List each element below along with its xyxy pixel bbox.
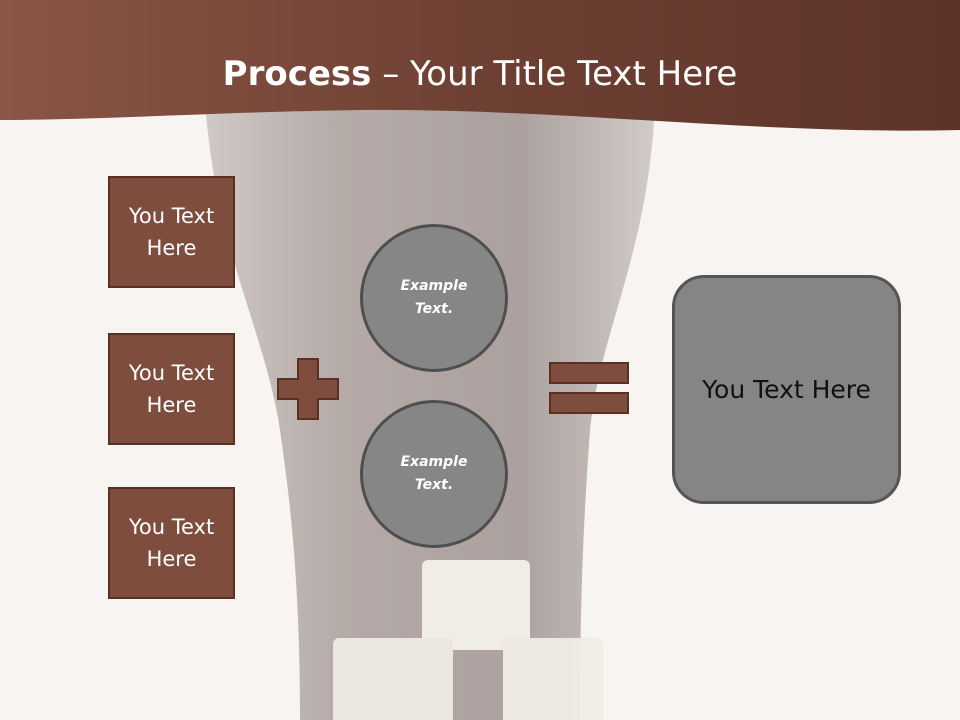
circle-label: Example Text. [400, 454, 468, 493]
sugar-cubes [333, 560, 603, 720]
result-box: You Text Here [672, 275, 901, 504]
equals-icon [549, 362, 629, 414]
example-circle-2: Example Text. [360, 400, 508, 548]
plus-icon [277, 358, 339, 420]
title-rest: Your Title Text Here [410, 54, 738, 94]
input-box-label: You Text Here [128, 361, 215, 417]
input-box-label: You Text Here [128, 515, 215, 571]
example-circle-1: Example Text. [360, 224, 508, 372]
result-label: You Text Here [702, 375, 871, 404]
page-title: Process – Your Title Text Here [0, 52, 960, 96]
input-box-1: You Text Here [108, 176, 235, 288]
input-box-3: You Text Here [108, 487, 235, 599]
header-band [0, 0, 960, 131]
title-separator: – [371, 54, 411, 94]
input-box-label: You Text Here [128, 204, 215, 260]
input-box-2: You Text Here [108, 333, 235, 445]
title-bold: Process [222, 54, 372, 94]
circle-label: Example Text. [400, 278, 468, 317]
